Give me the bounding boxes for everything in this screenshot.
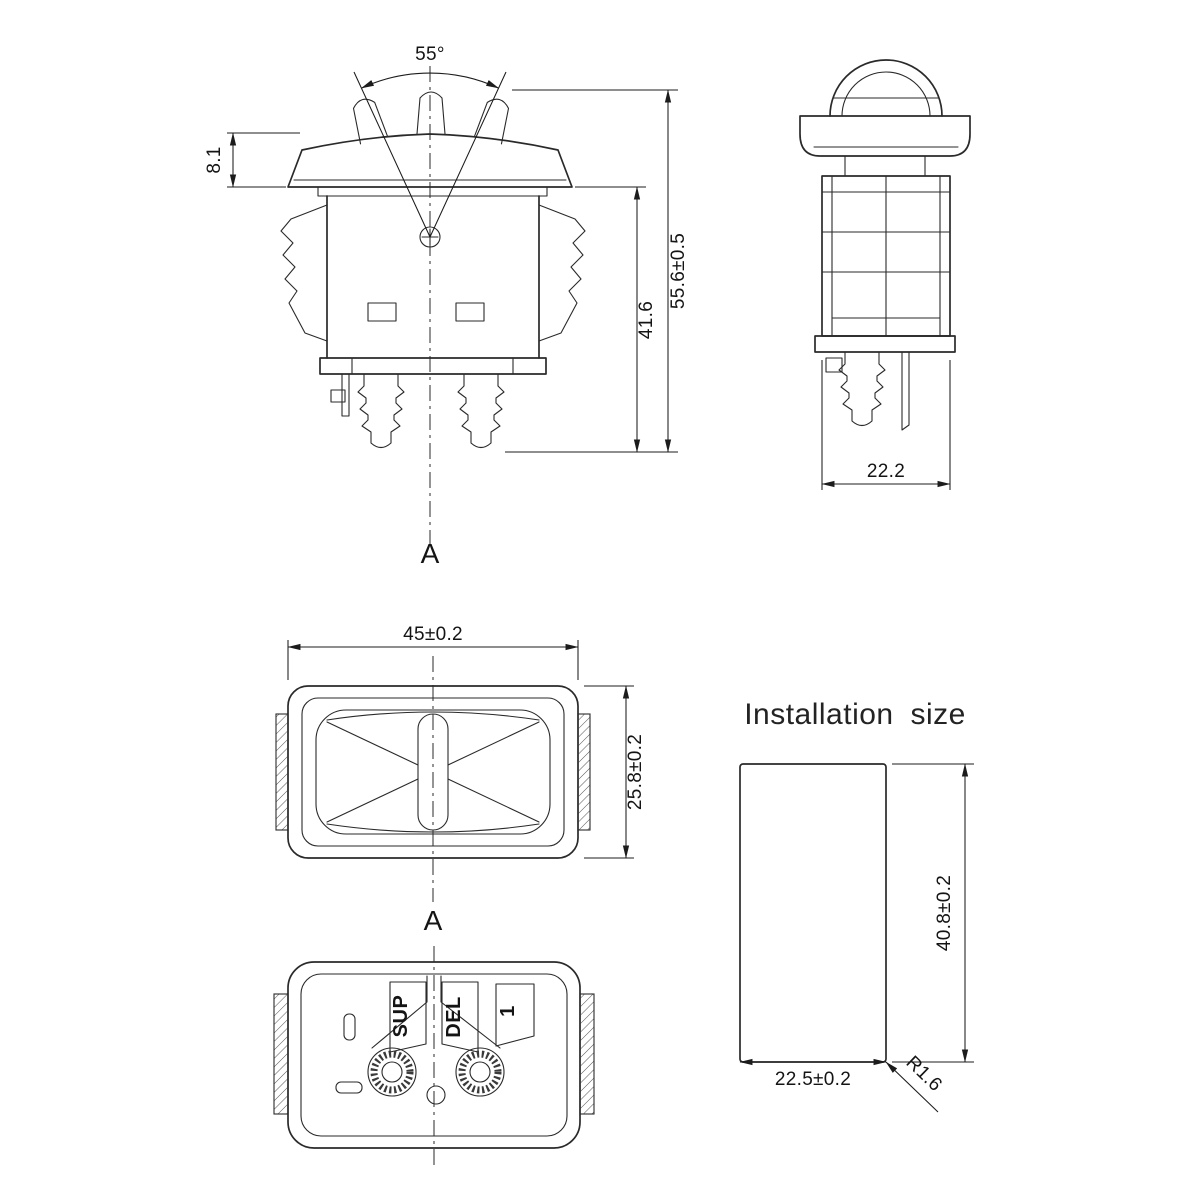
side-view: 22.2 [799,59,971,490]
dim-cap-height: 8.1 [204,132,300,188]
rocker-peg-left [352,98,389,145]
dim-body-height: 41.6 [505,186,678,453]
terminal-right [457,373,505,449]
front-section-label: A [421,538,440,569]
installation-title: Installation size [744,698,966,731]
dim-angle-label: 55° [415,44,445,65]
dim-total-height-label: 55.6±0.5 [668,233,689,309]
dim-top-width-label: 45±0.2 [403,624,463,645]
dim-install-width: 22.5±0.2 [739,1058,887,1090]
bottom-flange [319,357,547,375]
slot-vertical [343,1013,356,1041]
dim-install-height: 40.8±0.2 [892,763,974,1063]
top-tab-left [275,713,289,831]
dim-cap-height-label: 8.1 [204,146,225,173]
knurled-terminal-left [367,1047,417,1097]
mounting-clip-right [538,204,586,342]
slot-horizontal [335,1081,363,1094]
switch-body [326,195,540,359]
rocker-peg-center [416,91,446,135]
dim-total-height: 55.6±0.5 [512,89,689,453]
rocker-peg-right [473,98,510,145]
cutout-rect [739,763,887,1063]
plate-one [495,983,535,1047]
installation-size: Installation size 40.8±0.2 22.5±0.2 R1.6 [739,698,974,1113]
dim-corner-radius-label: R1.6 [902,1052,946,1096]
bottom-tab-left [273,993,289,1115]
side-thin-pin [901,351,910,431]
center-hole [426,1085,446,1105]
window-left [367,302,397,322]
window-right [455,302,485,322]
dim-install-height-label: 40.8±0.2 [934,875,955,951]
dome [829,59,943,117]
bottom-view: SUP DEL 1 [273,946,595,1166]
top-section-label: A [424,905,443,936]
front-view: A 55° 8.1 41.6 55.6±0.5 [204,44,689,569]
plate-sup [389,981,427,1053]
dim-top-width: 45±0.2 [287,624,579,680]
top-view: A 45±0.2 25.8±0.2 [275,624,646,936]
side-terminal [838,351,886,427]
dim-install-width-label: 22.5±0.2 [775,1069,851,1090]
dim-corner-radius: R1.6 [885,1052,946,1113]
top-plate [799,115,971,157]
bezel [317,186,548,197]
dim-top-depth-label: 25.8±0.2 [625,734,646,810]
terminal-label-one: 1 [497,1005,519,1017]
terminal-label-del: DEL [443,996,465,1038]
side-pin [330,373,350,417]
terminal-left [357,373,405,449]
side-bottom-flange [814,335,956,353]
knurled-terminal-right [455,1047,505,1097]
dim-top-depth: 25.8±0.2 [584,685,646,859]
mounting-clip-left [280,204,328,342]
dim-side-width-label: 22.2 [867,461,905,482]
dim-side-width: 22.2 [821,360,951,490]
bottom-tab-right [579,993,595,1115]
dim-angle-55: 55° [353,44,507,238]
dim-body-height-label: 41.6 [636,301,657,339]
terminal-label-sup: SUP [390,995,412,1038]
top-tab-right [577,713,591,831]
